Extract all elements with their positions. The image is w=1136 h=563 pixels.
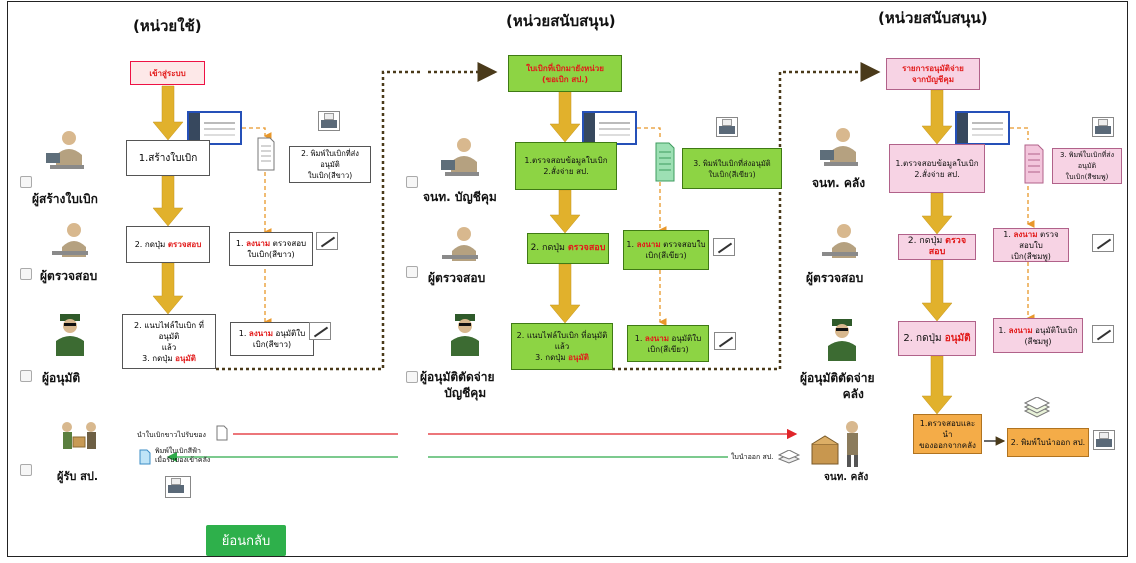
military-officer-icon (828, 319, 856, 361)
role-label-inspector: ผู้ตรวจสอบ (806, 271, 864, 285)
diagram-frame (7, 1, 1128, 557)
printer-icon (1092, 117, 1114, 137)
role-label-receiver: ผู้รับ สป. (57, 470, 99, 483)
paper-stack-icon (778, 450, 800, 464)
military-officer-icon (451, 314, 479, 356)
print-blue-label: พิมพ์ใบเบิกสีฟ้าเมื่อรับของเข้าคลัง (155, 447, 211, 464)
gold-flow-arrows (152, 85, 953, 415)
system-screenshot-thumbnail (955, 111, 1010, 145)
document-icon (216, 425, 228, 441)
signing-pen-icon (309, 322, 331, 340)
press-check-box: 2. กดปุ่ม ตรวจสอบ (527, 233, 609, 264)
row-checkbox-approver[interactable] (406, 371, 418, 383)
print-requisition-box: 2. พิมพ์ใบเบิกที่ส่งอนุมัติใบเบิก(สีขาว) (289, 146, 371, 183)
printer-icon (318, 111, 340, 131)
system-screenshot-thumbnail (582, 111, 637, 145)
role-label-approver: ผู้อนุมัติตัดจ่ายคลัง (800, 371, 875, 401)
back-button[interactable]: ย้อนกลับ (206, 525, 286, 556)
blue-document-icon (139, 449, 151, 465)
office-worker-icon (820, 128, 858, 166)
row-checkbox-receiver[interactable] (20, 464, 32, 476)
take-requisition-label: นำใบเบิกขาวไปรับของ (137, 431, 206, 439)
sign-check-box: 1. ลงนาม ตรวจสอบใบเบิก(สีขาว) (229, 232, 313, 266)
row-checkbox-officer[interactable] (406, 176, 418, 188)
print-requisition-box: 3. พิมพ์ใบเบิกที่ส่งอนุมัติใบเบิก(สีเขีย… (682, 148, 782, 189)
sign-approve-box: 1. ลงนาม อนุมัติใบเบิก(สีเขียว) (627, 325, 709, 362)
create-requisition-box: 1.สร้างใบเบิก (126, 140, 210, 176)
sign-check-box: 1. ลงนาม ตรวจสอบใบเบิก(สีชมพู) (993, 228, 1069, 262)
role-label-officer: จนท. บัญชีคุม (423, 190, 497, 204)
row-checkbox-approver[interactable] (20, 370, 32, 382)
signing-pen-icon (714, 332, 736, 350)
login-box: เข้าสู่ระบบ (130, 61, 205, 85)
pink-document-icon (1024, 144, 1044, 184)
row-checkbox-inspector[interactable] (406, 266, 418, 278)
printer-icon (716, 117, 738, 137)
issue-slip-label: ใบนำออก สป. (731, 453, 774, 461)
column-header-support-unit-1: (หน่วยสนับสนุน) (506, 12, 616, 30)
office-worker-icon (46, 131, 84, 169)
press-check-box: 2. กดปุ่ม ตรวจสอบ (126, 226, 210, 263)
office-worker-icon (822, 224, 858, 258)
role-label-creator: ผู้สร้างใบเบิก (32, 192, 98, 206)
sign-check-box: 1. ลงนาม ตรวจสอบใบเบิก(สีเขียว) (623, 230, 709, 270)
printer-icon (1093, 430, 1115, 450)
office-worker-icon (441, 138, 479, 176)
role-label-officer: จนท. คลัง (812, 176, 866, 190)
row-checkbox-creator[interactable] (20, 176, 32, 188)
print-issue-slip-box: 2. พิมพ์ใบนำออก สป. (1007, 428, 1089, 457)
press-check-box: 2. กดปุ่ม ตรวจสอบ (898, 234, 976, 260)
role-label-approver: ผู้อนุมัติตัดจ่ายบัญชีคุม (420, 370, 495, 400)
receiver-icon (62, 422, 96, 449)
sign-approve-box: 1. ลงนาม อนุมัติใบเบิก(สีชมพู) (993, 318, 1083, 353)
signing-pen-icon (1092, 234, 1114, 252)
approved-list-box: รายการอนุมัติจ่ายจากบัญชีคุม (886, 58, 980, 90)
warehouse-officer-icon (811, 421, 858, 467)
paper-stack-icon (1023, 397, 1051, 418)
green-document-icon (655, 142, 675, 182)
press-approve-box: 2. กดปุ่ม อนุมัติ (898, 321, 976, 356)
system-screenshot-thumbnail (187, 111, 242, 145)
role-label-warehouse-officer: จนท. คลัง (824, 472, 869, 483)
warehouse-out-box: 1.ตรวจสอบและนำของออกจากคลัง (913, 414, 982, 454)
signing-pen-icon (316, 232, 338, 250)
incoming-requisition-box: ใบเบิกที่เบิกมายังหน่วย(ขอเบิก สป.) (508, 55, 622, 92)
role-label-approver: ผู้อนุมัติ (42, 371, 81, 385)
column-header-user-unit: (หน่วยใช้) (133, 17, 202, 35)
print-requisition-box: 3. พิมพ์ใบเบิกที่ส่งอนุมัติใบเบิก(สีชมพู… (1052, 148, 1122, 184)
office-worker-icon (442, 227, 478, 261)
role-label-inspector: ผู้ตรวจสอบ (40, 269, 98, 283)
printer-icon (165, 476, 191, 498)
dashed-orange-connectors (242, 127, 1035, 326)
column-header-support-unit-2: (หน่วยสนับสนุน) (878, 9, 988, 27)
role-label-inspector: ผู้ตรวจสอบ (428, 271, 486, 285)
dotted-handoff-lines (216, 62, 881, 371)
sign-approve-box: 1. ลงนาม อนุมัติใบเบิก(สีขาว) (230, 322, 314, 356)
signing-pen-icon (713, 238, 735, 256)
signing-pen-icon (1092, 325, 1114, 343)
office-worker-icon (52, 223, 88, 257)
row-checkbox-inspector[interactable] (20, 268, 32, 280)
military-officer-icon (56, 314, 84, 356)
document-icon (257, 137, 275, 171)
